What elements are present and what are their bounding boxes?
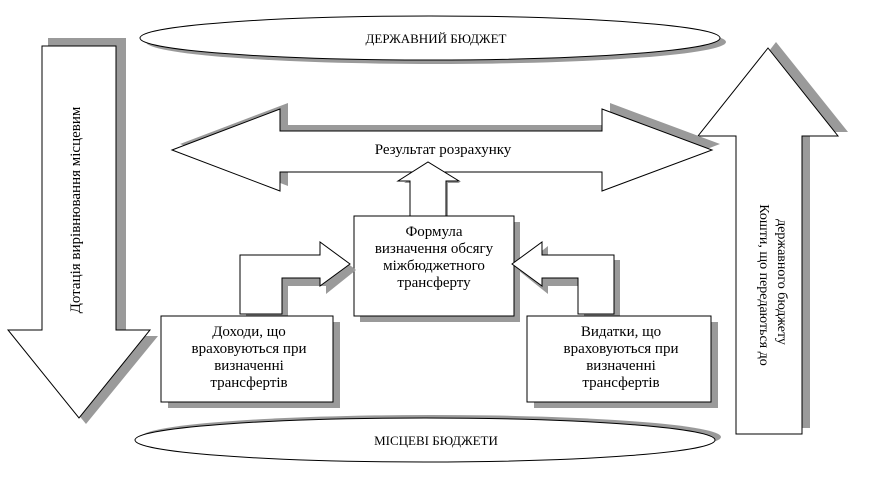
expense-line-2: враховуються при [563, 341, 679, 357]
formula-line-3: міжбюджетного [383, 258, 485, 274]
state-budget-ellipse [139, 15, 721, 61]
expense-line-1: Видатки, що [580, 324, 662, 340]
income-box-text: Доходи, що враховуються при визначенні т… [165, 324, 333, 392]
expense-line-4: трансфертів [582, 375, 660, 391]
left-arrow-label: Дотація вирівнювання місцевим [68, 106, 84, 313]
formula-line-1: Формула [405, 224, 463, 240]
right-arrow-label-line1: Кошти, що передаються до [756, 204, 771, 365]
left-down-arrow [6, 45, 152, 419]
income-line-1: Доходи, що [212, 324, 286, 340]
income-line-4: трансфертів [210, 375, 288, 391]
expense-box [526, 315, 712, 403]
income-bent-arrow [239, 241, 351, 315]
formula-line-2: визначення обсягу [374, 241, 494, 257]
formula-box-text: Формула визначення обсягу міжбюджетного … [354, 224, 514, 292]
expense-box-text: Видатки, що враховуються при визначенні … [527, 324, 715, 392]
right-arrow-label-line2: державного бюджету [774, 219, 789, 345]
local-budgets-ellipse [134, 417, 716, 463]
expense-bent-arrow [511, 241, 615, 315]
income-line-3: визначенні [214, 358, 284, 374]
formula-box [353, 215, 515, 317]
state-budget-label: ДЕРЖАВНИЙ БЮДЖЕТ [366, 31, 507, 46]
local-budgets-label: МІСЦЕВІ БЮДЖЕТИ [374, 433, 498, 448]
income-box [160, 315, 334, 403]
income-line-2: враховуються при [191, 341, 307, 357]
formula-line-4: трансферту [397, 275, 471, 291]
result-double-arrow [170, 108, 714, 192]
formula-up-arrow [396, 161, 461, 218]
right-up-arrow [696, 47, 840, 435]
expense-line-3: визначенні [586, 358, 656, 374]
result-label: Результат розрахунку [375, 142, 512, 158]
